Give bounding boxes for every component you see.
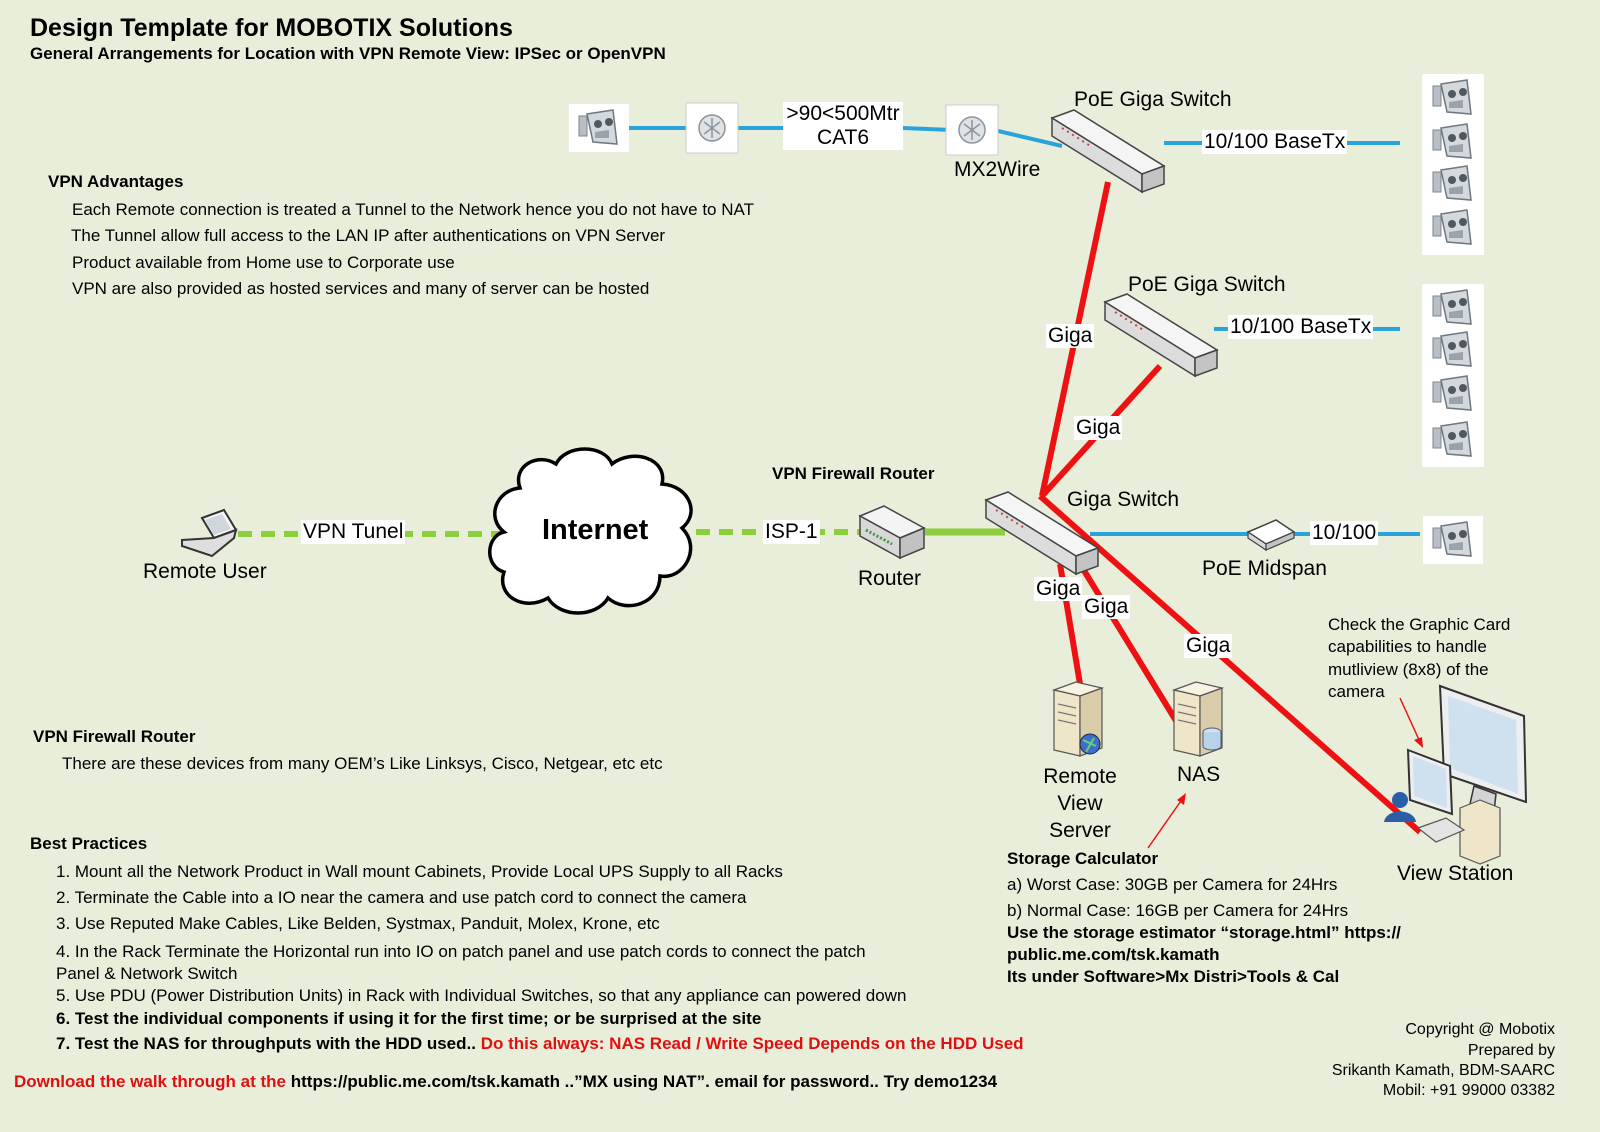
- basetx-1-label: 10/100 BaseTx: [1202, 130, 1348, 155]
- camera-icon: [568, 103, 630, 153]
- graphic-card-arrow: [1399, 697, 1421, 743]
- remote-view-server-icon: [1053, 681, 1103, 757]
- poe-switch-icon: [1104, 293, 1218, 377]
- best-practice-item7-text: 7. Test the NAS for throughputs with the…: [56, 1034, 476, 1053]
- vpn-advantage-item: Product available from Home use to Corpo…: [72, 253, 455, 272]
- cable-type: CAT6: [816, 126, 870, 150]
- storage-normal-case: b) Normal Case: 16GB per Camera for 24Hr…: [1007, 901, 1349, 920]
- remote-user-label: Remote User: [143, 560, 267, 583]
- internet-label: Internet: [542, 514, 649, 546]
- storage-estimator-path: Its under Software>Mx Distri>Tools & Cal: [1007, 967, 1340, 986]
- storage-estimator-line: Use the storage estimator “storage.html”…: [1007, 923, 1401, 942]
- vpn-advantage-item: Each Remote connection is treated a Tunn…: [72, 200, 754, 219]
- vpn-router-text: There are these devices from many OEM’s …: [62, 754, 663, 773]
- vpn-advantage-item: The Tunnel allow full access to the LAN …: [71, 226, 666, 245]
- distance-label: >90<500Mtr CAT6: [783, 102, 903, 151]
- storage-worst-case: a) Worst Case: 30GB per Camera for 24Hrs: [1007, 875, 1338, 894]
- wall-outlet-icon: [685, 102, 739, 154]
- poe-midspan-label: PoE Midspan: [1202, 557, 1327, 580]
- poe-switch-2-label: PoE Giga Switch: [1128, 273, 1286, 296]
- author-line: Srikanth Kamath, BDM-SAARC: [1331, 1062, 1555, 1079]
- mx2wire-link: [993, 128, 1063, 148]
- midspan-link-label: 10/100: [1310, 521, 1379, 546]
- internet-cloud-icon: [488, 447, 693, 615]
- distance-value: >90<500Mtr: [786, 102, 900, 125]
- download-link[interactable]: https://public.me.com/tsk.kamath ..”MX u…: [290, 1072, 998, 1091]
- giga-label: Giga: [1074, 416, 1123, 441]
- best-practice-item: Panel & Network Switch: [56, 964, 238, 983]
- mx2wire-icon: [945, 104, 999, 156]
- nas-label: NAS: [1177, 763, 1221, 786]
- nas-arrow-head: [1177, 793, 1186, 805]
- best-practice-item: 3. Use Reputed Make Cables, Like Belden,…: [56, 914, 660, 933]
- best-practice-item: 6. Test the individual components if usi…: [56, 1009, 762, 1028]
- giga-link-nas: [1077, 562, 1181, 726]
- mx2wire-label: MX2Wire: [954, 158, 1041, 181]
- best-practice-item: 4. In the Rack Terminate the Horizontal …: [56, 942, 866, 961]
- storage-heading: Storage Calculator: [1007, 849, 1159, 868]
- giga-link-viewstation: [1038, 493, 1422, 835]
- storage-estimator-url[interactable]: public.me.com/tsk.kamath: [1007, 945, 1220, 964]
- download-line: Download the walk through at the https:/…: [14, 1072, 997, 1092]
- view-station-icon: [1384, 684, 1528, 865]
- server-label-line: Server: [1049, 819, 1111, 842]
- mobile-line: Mobil: +91 99000 03382: [1382, 1082, 1555, 1099]
- camera-group-2: [1422, 283, 1484, 467]
- best-practices-heading: Best Practices: [30, 834, 148, 853]
- poe-switch-icon: [1051, 109, 1165, 193]
- camera-link-c: [902, 126, 953, 132]
- isp-label: ISP-1: [763, 520, 820, 545]
- nas-icon: [1173, 681, 1223, 757]
- graphic-card-arrow-head: [1414, 737, 1423, 748]
- camera-icon: [1422, 515, 1484, 565]
- vpn-advantages-heading: VPN Advantages: [48, 172, 184, 191]
- best-practice-item: 7. Test the NAS for throughputs with the…: [56, 1034, 1024, 1054]
- server-label-line: View: [1057, 792, 1103, 815]
- graphic-card-note: mutliview (8x8) of the: [1328, 660, 1489, 679]
- page-subtitle: General Arrangements for Location with V…: [30, 44, 666, 63]
- copyright-line: Copyright @ Mobotix: [1405, 1021, 1555, 1038]
- vpn-router-heading: VPN Firewall Router: [33, 727, 196, 746]
- giga-label: Giga: [1034, 577, 1083, 602]
- router-icon: [858, 505, 926, 560]
- router-label: Router: [858, 567, 922, 590]
- giga-switch-label: Giga Switch: [1067, 488, 1180, 511]
- nas-arrow: [1147, 797, 1184, 849]
- page-title: Design Template for MOBOTIX Solutions: [30, 14, 513, 42]
- view-station-label: View Station: [1397, 862, 1514, 885]
- vpn-advantage-item: VPN are also provided as hosted services…: [72, 279, 650, 298]
- vpn-tunnel-label: VPN Tunel: [301, 520, 406, 545]
- giga-label: Giga: [1082, 595, 1131, 620]
- best-practice-item: 5. Use PDU (Power Distribution Units) in…: [56, 986, 907, 1005]
- download-prefix: Download the walk through at the: [14, 1072, 286, 1091]
- vpn-firewall-router-label: VPN Firewall Router: [772, 464, 935, 483]
- graphic-card-note: Check the Graphic Card: [1328, 615, 1511, 634]
- poe-switch-1-label: PoE Giga Switch: [1074, 88, 1232, 111]
- laptop-icon: [181, 508, 238, 558]
- best-practice-item: 1. Mount all the Network Product in Wall…: [56, 862, 783, 881]
- graphic-card-note: camera: [1328, 682, 1385, 701]
- giga-label: Giga: [1046, 324, 1095, 349]
- camera-group-1: [1422, 73, 1484, 255]
- server-label-line: Remote: [1043, 765, 1117, 788]
- poe-midspan-icon: [1246, 519, 1296, 552]
- best-practice-item: 2. Terminate the Cable into a IO near th…: [56, 888, 747, 907]
- nas-warning-text: Do this always: NAS Read / Write Speed D…: [480, 1034, 1024, 1053]
- graphic-card-note: capabilities to handle: [1328, 637, 1487, 656]
- basetx-2-label: 10/100 BaseTx: [1228, 315, 1374, 340]
- prepared-by-line: Prepared by: [1467, 1042, 1555, 1059]
- remote-view-server-label: Remote View Server: [1030, 763, 1130, 844]
- giga-label: Giga: [1184, 634, 1233, 659]
